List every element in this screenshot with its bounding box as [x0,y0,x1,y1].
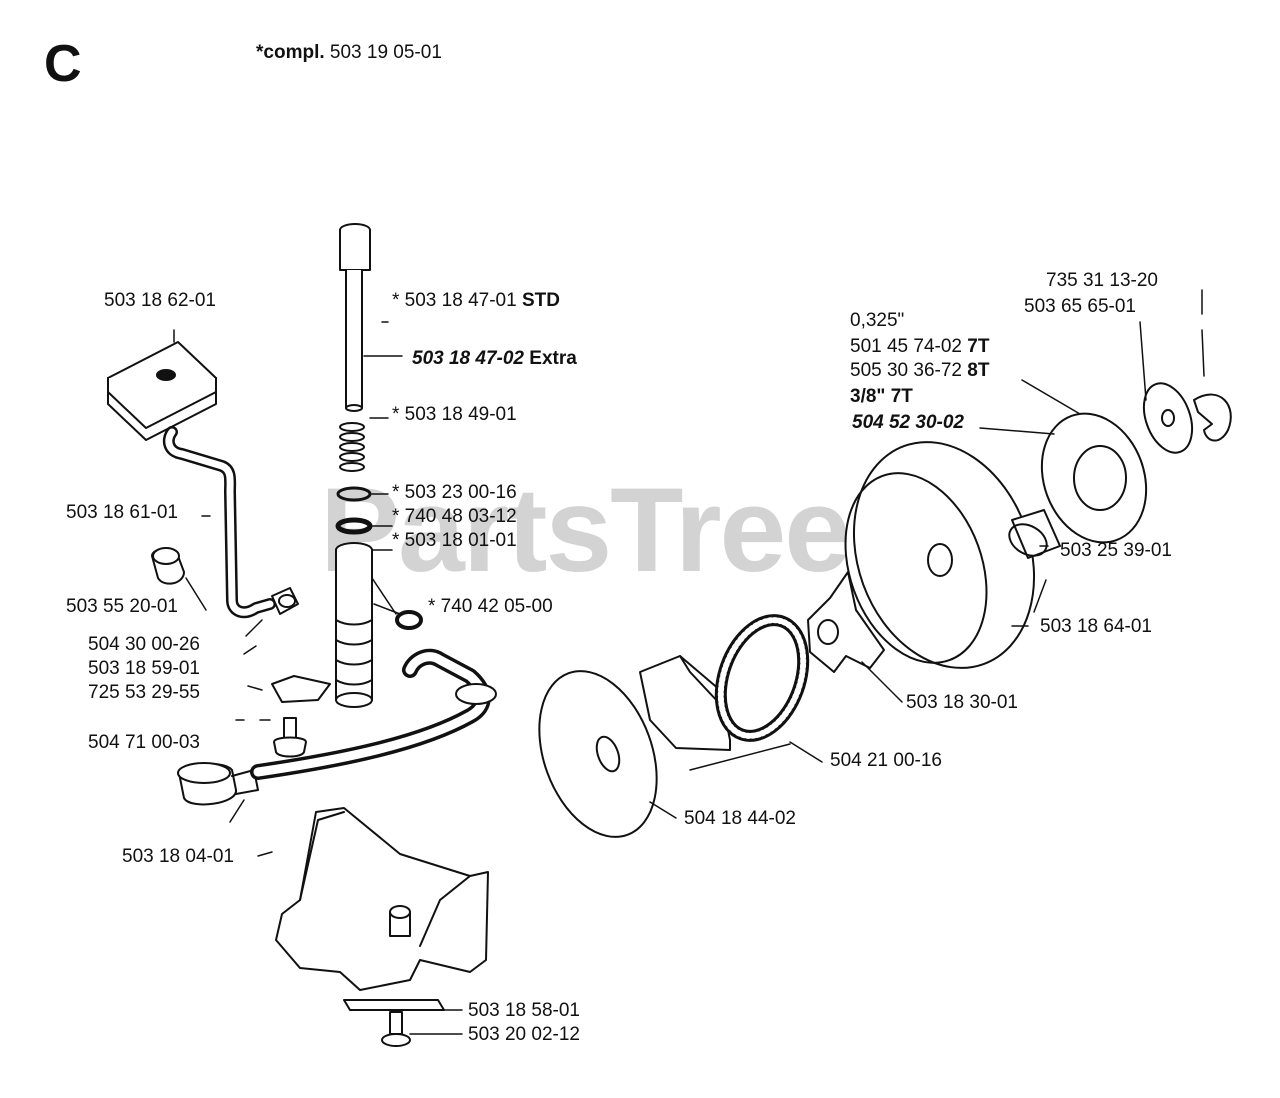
part-label-e-clip[interactable]: 735 31 13-20 [1046,270,1158,291]
sprocket-7t-tag: 7T [967,336,990,357]
e-clip-part [1193,393,1232,442]
o-rings-part [335,486,373,535]
seal-ring-part [395,610,423,630]
assembly-number: *compl. 503 19 05-01 [256,42,442,64]
clutch-shoe-part [639,655,731,751]
pitch-0325-label: 0,325" [850,310,905,331]
part-label-bottom-screw[interactable]: 503 20 02-12 [468,1024,580,1045]
part-label-725-53-29-55[interactable]: 725 53 29-55 [88,682,200,703]
part-label-sprocket-7t[interactable]: 501 45 74-02 7T [850,336,989,358]
part-label-seal-ring[interactable]: * 740 42 05-00 [428,596,553,617]
sprocket-8t-tag: 8T [967,360,990,381]
part-label-washer[interactable]: 504 18 44-02 [684,808,796,829]
part-label-sprocket-8t[interactable]: 505 30 36-72 8T [850,360,989,382]
thrust-washer-part [1142,382,1194,454]
bottom-screw-part [381,1011,411,1047]
part-label-plunger-std[interactable]: * 503 18 47-01 STD [392,290,560,312]
part-label-hose-nipple[interactable]: 504 30 00-26 [88,634,200,655]
assembly-prefix: *compl. [256,42,325,63]
part-label-filter-cover[interactable]: 503 18 62-01 [104,290,216,311]
part-label-plunger-extra[interactable]: 503 18 47-02 Extra [412,348,577,370]
section-letter: C [44,35,82,93]
part-label-clutch-spring[interactable]: 504 21 00-16 [830,750,942,771]
plunger-extra-tag: Extra [529,348,577,369]
pump-plunger-part [339,223,371,412]
part-label-screw[interactable]: 504 71 00-03 [88,732,200,753]
part-label-grommet[interactable]: 503 55 20-01 [66,596,178,617]
leader-lines [173,289,1205,1035]
plunger-extra-number: 503 18 47-02 [412,348,524,369]
part-label-o-ring[interactable]: * 503 23 00-16 [392,482,517,503]
assembly-part-number: 503 19 05-01 [329,42,442,63]
plunger-std-number: * 503 18 47-01 [392,290,517,311]
plunger-std-tag: STD [521,290,560,311]
oil-strainer-part [177,762,259,806]
part-label-oil-pipe[interactable]: 503 18 61-01 [66,502,178,523]
part-label-clutch-drum[interactable]: 503 18 64-01 [1040,616,1152,637]
suction-hose-part [250,648,497,780]
part-label-740-48-03-12[interactable]: * 740 48 03-12 [392,506,517,527]
spring-part [339,422,365,472]
part-label-spring[interactable]: * 503 18 49-01 [392,404,517,425]
hose-nipple-part [271,587,299,615]
oil-pump-bracket-part [275,807,489,1011]
sprocket-7t-number: 501 45 74-02 [850,336,962,357]
part-label-bracket[interactable]: 503 18 58-01 [468,1000,580,1021]
pump-housing-part [335,542,373,708]
sprocket-8t-number: 505 30 36-72 [850,360,962,381]
filter-cover-part [107,341,217,441]
screw-part [273,717,307,758]
plate-part [271,675,331,703]
pitch-38-label: 3/8" 7T [850,386,913,407]
oil-pipe-part [162,426,276,619]
grommet-part [151,547,185,585]
part-label-rim-sprocket[interactable]: 504 52 30-02 [852,412,964,433]
clutch-spring-part [714,614,810,742]
part-label-oil-strainer[interactable]: 503 18 04-01 [122,846,234,867]
part-label-plate[interactable]: 503 18 59-01 [88,658,200,679]
rim-sprocket-part [1040,412,1148,544]
part-label-thrust-washer[interactable]: 503 65 65-01 [1024,296,1136,317]
part-label-pump-housing[interactable]: * 503 18 01-01 [392,530,517,551]
clutch-hub-part [807,571,885,673]
part-label-needle-bearing[interactable]: 503 25 39-01 [1060,540,1172,561]
watermark: PartsTree [320,463,851,597]
washer-part [538,670,658,838]
part-label-clutch-hub[interactable]: 503 18 30-01 [906,692,1018,713]
